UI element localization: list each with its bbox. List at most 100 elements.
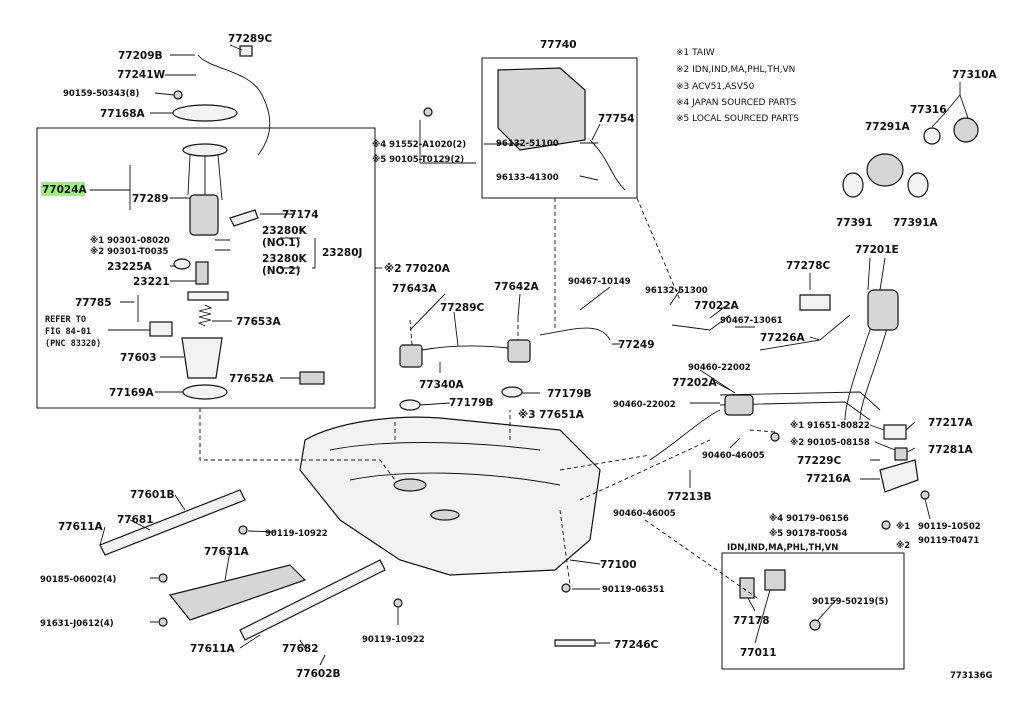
label-77011: 77011 bbox=[740, 647, 777, 659]
note-4: ※4 JAPAN SOURCED PARTS bbox=[676, 98, 796, 108]
filler-neck bbox=[867, 289, 899, 331]
gasket-77179b-b bbox=[501, 386, 523, 398]
canister-box bbox=[481, 57, 638, 199]
label-77100: 77100 bbox=[600, 559, 637, 571]
label-90460-46005-b: 90460-46005 bbox=[613, 509, 676, 519]
bolt-91631 bbox=[158, 617, 168, 627]
bracket bbox=[187, 291, 229, 301]
label-91552: ※4 91552-A1020(2) bbox=[372, 139, 466, 150]
label-90301-t0035: ※2 90301-T0035 bbox=[90, 246, 169, 257]
label-77278c: 77278C bbox=[786, 260, 831, 272]
pump-23221 bbox=[195, 261, 209, 285]
fuel-lines bbox=[719, 391, 881, 421]
label-77316: 77316 bbox=[910, 104, 947, 116]
label-77213b: 77213B bbox=[667, 491, 712, 503]
grommet-77291a bbox=[866, 153, 904, 187]
fuel-tank-77100 bbox=[299, 416, 601, 576]
label-77202a: 77202A bbox=[672, 377, 718, 389]
note-2: ※2 IDN,IND,MA,PHL,TH,VN bbox=[676, 65, 795, 75]
label-77643a: 77643A bbox=[392, 283, 438, 295]
label-96133-41300: 96133-41300 bbox=[496, 173, 559, 183]
clip-77289c bbox=[239, 45, 253, 57]
label-77289c-mid: 77289C bbox=[440, 302, 485, 314]
label-23280k-1n: (NO.1) bbox=[262, 237, 300, 249]
bolt-90119-10922-b bbox=[393, 598, 403, 608]
gauge-bracket bbox=[149, 321, 173, 337]
notes-legend: ※1 TAIW ※2 IDN,IND,MA,PHL,TH,VN ※3 ACV51… bbox=[676, 48, 799, 124]
sensor-77178 bbox=[739, 577, 755, 599]
part-labels: 77209B 77289C 77241W 90159-50343(8) 7716… bbox=[40, 33, 998, 681]
label-77631a: 77631A bbox=[204, 546, 250, 558]
figure-code: 773136G bbox=[950, 671, 992, 681]
label-90119-t0471: 90119-T0471 bbox=[918, 536, 979, 546]
label-77601b: 77601B bbox=[130, 489, 175, 501]
label-77169a: 77169A bbox=[109, 387, 155, 399]
label-77022a: 77022A bbox=[694, 300, 740, 312]
label-90460-22002-b: 90460-22002 bbox=[613, 400, 676, 410]
sensor-77011 bbox=[764, 569, 786, 591]
label-77391a: 77391A bbox=[893, 217, 939, 229]
label-refer-2: FIG 84-01 bbox=[45, 327, 91, 337]
label-90460-22002-a: 90460-22002 bbox=[688, 363, 751, 373]
label-191651: ※1 91651-80822 bbox=[790, 420, 870, 431]
label-90301-08020: ※1 90301-08020 bbox=[90, 235, 170, 246]
harness-77340a bbox=[421, 345, 509, 351]
pump-wires bbox=[187, 154, 223, 201]
label-23280k-2n: (NO.2) bbox=[262, 265, 300, 277]
clip-77281a bbox=[894, 447, 908, 461]
bolt-90159-50219 bbox=[809, 619, 821, 631]
gauge-77642a bbox=[507, 339, 531, 363]
bracket-77278c bbox=[799, 294, 831, 311]
gasket-77169a bbox=[182, 384, 228, 400]
label-77174: 77174 bbox=[282, 209, 319, 221]
label-77602b: 77602B bbox=[296, 668, 341, 680]
bracket-77217a bbox=[883, 424, 907, 440]
bolt-90179 bbox=[881, 520, 891, 530]
canister-77740 bbox=[497, 67, 586, 151]
label-90460-46005-a: 90460-46005 bbox=[702, 451, 765, 461]
line-77249 bbox=[539, 327, 611, 341]
label-mark2: ※2 bbox=[896, 540, 910, 551]
label-77682: 77682 bbox=[282, 643, 319, 655]
gauge-77643a bbox=[399, 344, 423, 368]
dashed-connections bbox=[199, 197, 776, 601]
label-77024a: 77024A bbox=[42, 184, 88, 196]
label-23280k-2: 23280K bbox=[262, 253, 308, 265]
label-90179: ※4 90179-06156 bbox=[769, 513, 849, 524]
label-77391: 77391 bbox=[836, 217, 873, 229]
bracket-77216a bbox=[879, 459, 919, 493]
label-290105: ※2 90105-08158 bbox=[790, 437, 870, 448]
hose-77213b bbox=[649, 409, 721, 461]
vent-tube bbox=[197, 54, 271, 156]
label-77217a: 77217A bbox=[928, 417, 974, 429]
label-91631-j0612: 91631-J0612(4) bbox=[40, 619, 114, 629]
bracket-77246c bbox=[554, 639, 596, 647]
label-refer-3: (PNC 83320) bbox=[45, 339, 101, 349]
label-90159-50219: 90159-50219(5) bbox=[812, 597, 888, 607]
label-77179b-a: 77179B bbox=[449, 397, 494, 409]
label-77740: 77740 bbox=[540, 39, 577, 51]
label-77785: 77785 bbox=[75, 297, 112, 309]
label-23280k-1: 23280K bbox=[262, 225, 308, 237]
label-mark1: ※1 bbox=[896, 521, 910, 532]
bolt-90119-10502 bbox=[920, 490, 930, 500]
bolt-90119-06351 bbox=[561, 583, 571, 593]
label-77216a: 77216A bbox=[806, 473, 852, 485]
spring-77653a bbox=[197, 304, 213, 327]
bolt-90119-10922-a bbox=[238, 525, 248, 535]
gasket-77168a bbox=[172, 104, 238, 122]
label-23225a: 23225A bbox=[107, 261, 153, 273]
hose-77022a bbox=[671, 314, 731, 331]
leader-lines bbox=[90, 44, 969, 666]
label-77603: 77603 bbox=[120, 352, 157, 364]
label-77611a-a: 77611A bbox=[58, 521, 104, 533]
highlight-77024a bbox=[41, 182, 85, 196]
label-90178: ※5 90178-T0054 bbox=[769, 528, 848, 539]
part-shapes bbox=[99, 45, 979, 647]
label-77289c-top: 77289C bbox=[228, 33, 273, 45]
strap-77602b bbox=[239, 559, 386, 641]
hose-77754 bbox=[589, 139, 626, 191]
tank-opening-1 bbox=[393, 478, 427, 492]
label-77289: 77289 bbox=[132, 193, 169, 205]
